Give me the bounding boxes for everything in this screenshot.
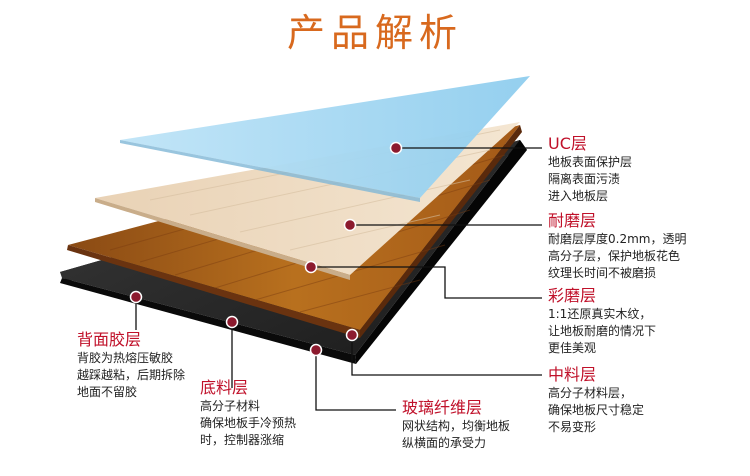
base-label-block: 底料层高分子材料确保地板手冷预热时，控制器涨缩 — [200, 378, 296, 449]
uc-layer-desc-line: 地板表面保护层 — [548, 155, 633, 169]
uc-layer-sheet — [120, 76, 530, 202]
wear-label-block: 耐磨层耐磨层厚度0.2mm，透明高分子层，保护地板花色纹理长时间不被磨损 — [548, 211, 686, 282]
page-title: 产品解析 — [286, 11, 463, 55]
back-marker-dot — [129, 290, 143, 304]
base-layer-desc-line: 时，控制器涨缩 — [200, 433, 285, 447]
wear-layer-desc-line: 纹理长时间不被磨损 — [548, 266, 657, 280]
middle-layer-desc-line: 高分子材料层， — [548, 386, 633, 400]
glass-label-block: 玻璃纤维层网状结构，均衡地板纵横面的承受力 — [402, 398, 510, 452]
wear-marker-dot — [343, 218, 357, 232]
middle-leader-line — [351, 335, 542, 376]
middle-layer-desc-line: 不易变形 — [548, 420, 597, 434]
base-layer-desc-line: 高分子材料 — [200, 399, 261, 413]
color-label-block: 彩磨层 1:1还原真实木纹， 让地板耐磨的情况下更佳美观 — [548, 286, 656, 357]
back-layer-desc-line: 背胶为热熔压敏胶 — [77, 351, 174, 365]
middle-marker-dot — [345, 328, 359, 342]
color-layer-desc-line: 1:1还原真实木纹， — [548, 307, 652, 321]
uc-layer-name: UC层 — [548, 134, 587, 153]
back-layer-desc-line: 地面不留胶 — [77, 385, 138, 399]
color-layer-desc-line: 让地板耐磨的情况下 — [548, 324, 657, 338]
color-layer-desc-line: 更佳美观 — [548, 341, 597, 355]
glass-leader-line — [315, 350, 396, 411]
leader-lines — [135, 147, 542, 411]
middle-label-block: 中料层高分子材料层， 确保地板尺寸稳定不易变形 — [548, 365, 644, 436]
glass-layer-desc-line: 纵横面的承受力 — [402, 436, 487, 450]
uc-marker-dot — [389, 141, 403, 155]
glass-layer-desc-line: 网状结构，均衡地板 — [402, 419, 511, 433]
uc-layer-desc-line: 隔离表面污渍 — [548, 172, 621, 186]
middle-layer-name: 中料层 — [548, 365, 597, 384]
color-layer-name: 彩磨层 — [548, 286, 597, 305]
middle-layer-desc-line: 确保地板尺寸稳定 — [548, 403, 645, 417]
layer-markers — [129, 141, 403, 357]
wear-layer-name: 耐磨层 — [548, 211, 597, 230]
back-layer-name: 背面胶层 — [77, 330, 142, 349]
base-layer-name: 底料层 — [200, 378, 249, 397]
glass-layer-name: 玻璃纤维层 — [402, 398, 483, 417]
color-leader-line — [311, 266, 542, 299]
uc-layer-desc-line: 进入地板层 — [548, 189, 609, 203]
wear-layer-desc-line: 高分子层，保护地板花色 — [548, 249, 681, 263]
glass-marker-dot — [309, 343, 323, 357]
base-layer-desc-line: 确保地板手冷预热 — [200, 416, 297, 430]
uc-label-block: UC层地板表面保护层隔离表面污渍进入地板层 — [548, 134, 632, 205]
wear-layer-desc-line: 耐磨层厚度0.2mm，透明 — [548, 232, 687, 246]
back-label-block: 背面胶层背胶为热熔压敏胶越踩越粘，后期拆除地面不留胶 — [77, 330, 185, 401]
base-marker-dot — [225, 315, 239, 329]
back-layer-desc-line: 越踩越粘，后期拆除 — [77, 368, 186, 382]
color-marker-dot — [304, 260, 318, 274]
